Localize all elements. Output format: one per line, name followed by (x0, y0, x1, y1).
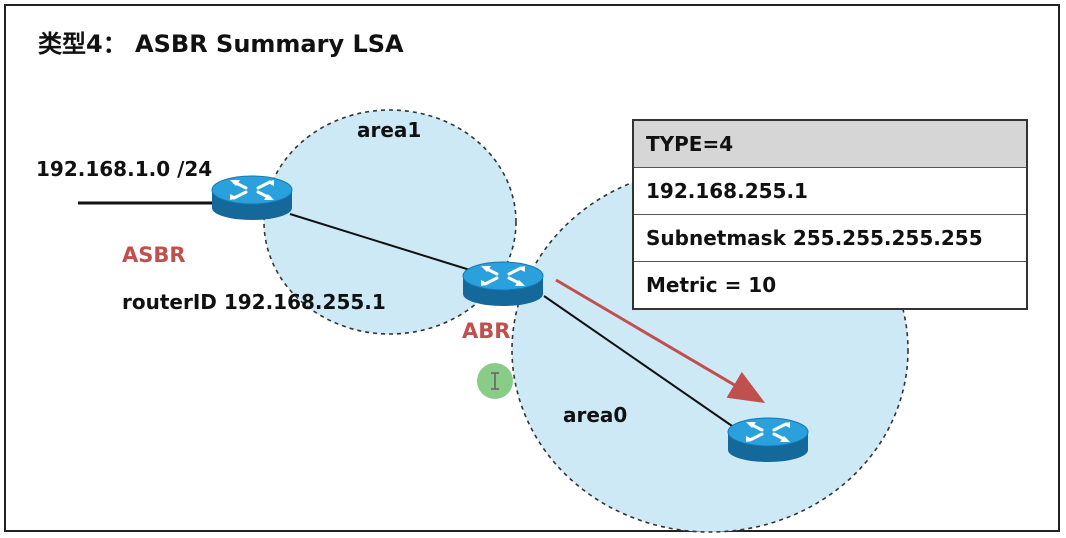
abr-label: ABR (462, 319, 511, 343)
router-icon[interactable] (726, 416, 810, 464)
asbr-abr-link (289, 213, 471, 271)
lsa-router-id-row: 192.168.255.1 (634, 168, 1026, 215)
asbr-router-id-label: routerID 192.168.255.1 (122, 290, 386, 314)
router-icon[interactable] (210, 174, 294, 222)
external-network-label: 192.168.1.0 /24 (36, 157, 213, 181)
lsa-flow-arrow (555, 278, 766, 404)
lsa-metric-row: Metric = 10 (646, 273, 777, 297)
lsa-subnetmask-row: Subnetmask 255.255.255.255 (634, 215, 1026, 262)
area1-zone (263, 109, 517, 335)
lsa-table: TYPE=4 192.168.255.1 Subnetmask 255.255.… (632, 119, 1028, 310)
lsa-type-row: TYPE=4 (634, 121, 1026, 168)
router-icon[interactable] (461, 260, 545, 308)
abr-router-link (543, 295, 736, 429)
asbr-label: ASBR (122, 243, 186, 267)
area1-label: area1 (357, 118, 422, 142)
text-cursor-icon (477, 363, 513, 399)
area0-label: area0 (563, 403, 628, 427)
slide-title: 类型4： ASBR Summary LSA (38, 30, 404, 58)
